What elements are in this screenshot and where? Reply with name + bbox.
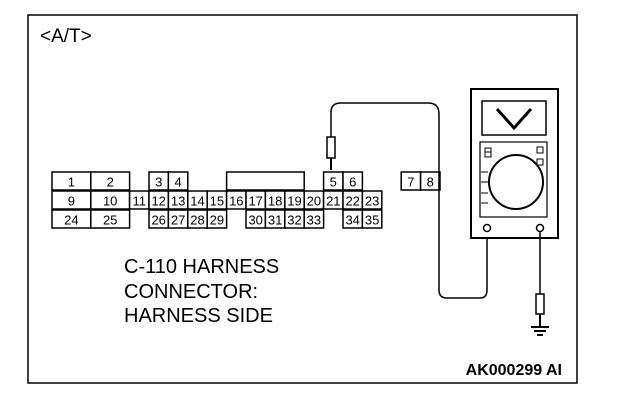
figure-reference-code: AK000299 AI	[466, 362, 562, 379]
probe-pin-6	[326, 112, 336, 170]
meter-terminal-left	[482, 223, 492, 233]
connector-pin-label-31: 31	[268, 213, 282, 228]
ground-lead	[535, 232, 545, 327]
connector-pin-label-19: 19	[287, 194, 301, 209]
connector-pin-8	[419, 171, 441, 191]
connector-label-line-1: C-110 HARNESS	[124, 256, 279, 278]
connector-pin-6	[342, 171, 364, 191]
connector-pin-label-3: 3	[155, 175, 162, 190]
connector-pin-29	[206, 209, 228, 229]
connector-pin-23	[361, 190, 383, 210]
meter-indicator-right-2-icon	[536, 158, 544, 166]
connector-pin-label-1: 1	[68, 175, 75, 190]
connector-pin-label-7: 7	[407, 175, 414, 190]
meter-terminal-right	[535, 223, 545, 233]
connector-pin-label-14: 14	[190, 194, 204, 209]
meter-indicator-right-1-icon	[536, 146, 544, 154]
voltage-symbol-icon	[495, 107, 533, 131]
test-lead-positive	[330, 102, 488, 299]
connector-pin-label-15: 15	[210, 194, 224, 209]
connector-pin-label-17: 17	[248, 194, 262, 209]
connector-pin-label-25: 25	[103, 213, 117, 228]
connector-pin-label-32: 32	[287, 213, 301, 228]
connector-pin-label-35: 35	[365, 213, 379, 228]
connector-pin-label-12: 12	[151, 194, 165, 209]
connector-pin-label-30: 30	[248, 213, 262, 228]
connector-pin-label-9: 9	[68, 194, 75, 209]
connector-pin-label-27: 27	[171, 213, 185, 228]
connector-pin-4	[167, 171, 189, 191]
connector-pin-label-16: 16	[229, 194, 243, 209]
connector-pin-label-5: 5	[330, 175, 337, 190]
connector-pin-label-20: 20	[307, 194, 321, 209]
connector-pin-35	[361, 209, 383, 229]
multimeter	[470, 88, 559, 239]
connector-pin-label-23: 23	[365, 194, 379, 209]
connector-pin-label-21: 21	[326, 194, 340, 209]
connector-pin-label-28: 28	[190, 213, 204, 228]
connector-pin-label-6: 6	[349, 175, 356, 190]
connector-pin-label-13: 13	[171, 194, 185, 209]
connector-pin-label-34: 34	[345, 213, 359, 228]
connector-blank-cavity	[225, 171, 305, 191]
connector-label-line-2: CONNECTOR:	[124, 281, 258, 303]
connector-pin-label-24: 24	[64, 213, 78, 228]
connector-pin-label-8: 8	[427, 175, 434, 190]
diagram-border	[27, 14, 578, 384]
connector-pin-label-2: 2	[107, 175, 114, 190]
connector-pin-label-4: 4	[174, 175, 181, 190]
connector-pin-label-22: 22	[345, 194, 359, 209]
transmission-tag: <A/T>	[40, 26, 92, 47]
connector-pin-label-18: 18	[268, 194, 282, 209]
connector-pin-label-11: 11	[133, 194, 147, 209]
ground-icon	[531, 326, 549, 336]
connector-label-line-3: HARNESS SIDE	[124, 305, 273, 327]
connector-pin-label-26: 26	[151, 213, 165, 228]
connector-pin-33	[303, 209, 325, 229]
meter-dial-knob	[488, 154, 544, 210]
connector-pin-25	[90, 209, 131, 229]
connector-pin-label-33: 33	[307, 213, 321, 228]
connector-pin-2	[90, 171, 131, 191]
connector-pin-label-10: 10	[103, 194, 117, 209]
connector-pin-label-29: 29	[210, 213, 224, 228]
